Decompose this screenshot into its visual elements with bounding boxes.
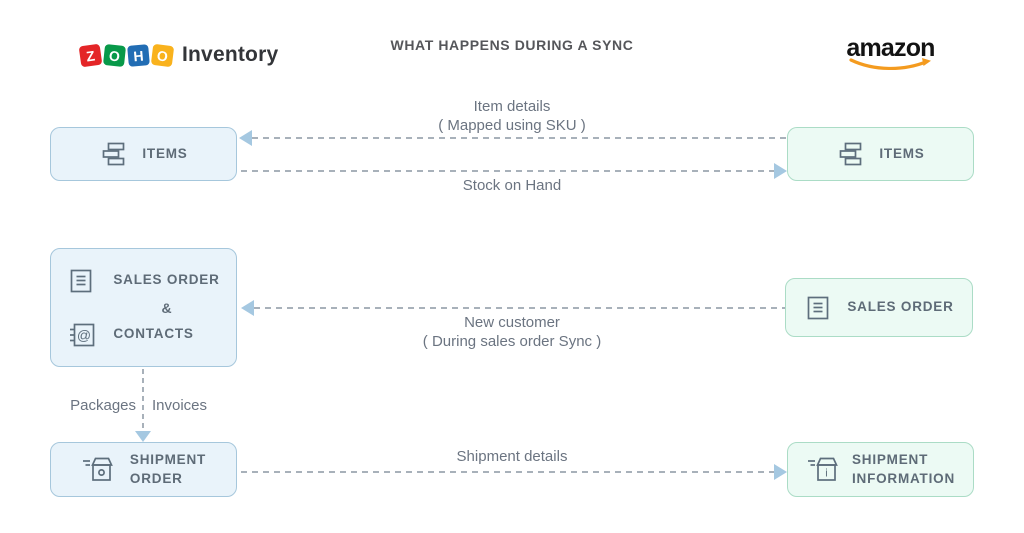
stock-on-hand-dashed-line [241, 170, 775, 172]
arrowhead-right-icon [774, 163, 787, 179]
zoho-tile-h: H [127, 43, 150, 67]
arrowhead-down-icon [135, 431, 151, 442]
contacts-address-book-icon: @ [67, 321, 97, 349]
zoho-inventory-logo: Z O H O Inventory [78, 43, 279, 67]
zoho-tile-o1: O [102, 43, 127, 67]
stacked-items-icon [836, 141, 864, 167]
amazon-smile-arrow-icon [848, 58, 931, 71]
diagram-title: WHAT HAPPENS DURING A SYNC [390, 37, 634, 53]
item-details-dashed-line [252, 137, 787, 139]
zoho-sales-order-contacts-node: SALES ORDER & @ CONTACTS [50, 248, 237, 367]
svg-text:i: i [825, 467, 827, 479]
amazon-sales-order-node: SALES ORDER [785, 278, 973, 337]
stacked-items-icon [99, 141, 127, 167]
zoho-product-name: Inventory [182, 43, 279, 66]
packages-invoices-dashed-line [142, 369, 144, 431]
shipment-details-dashed-line [241, 471, 775, 473]
zoho-contacts-label: CONTACTS [113, 326, 194, 342]
arrowhead-right-icon [774, 464, 787, 480]
amazon-shipment-information-node: i SHIPMENT INFORMATION [787, 442, 974, 497]
sales-order-document-icon [804, 294, 832, 322]
item-details-flow-label: Item details ( Mapped using SKU ) [438, 98, 586, 134]
zoho-tile-z: Z [78, 43, 103, 67]
zoho-shipment-order-node: SHIPMENT ORDER [50, 442, 237, 497]
zoho-items-node: ITEMS [50, 127, 237, 181]
ampersand-label: & [161, 299, 172, 316]
zoho-shipment-label-line2: ORDER [129, 470, 183, 486]
shipment-details-flow-label: Shipment details [456, 448, 568, 465]
sales-order-document-icon [67, 267, 97, 295]
amazon-items-label: ITEMS [879, 145, 925, 161]
arrowhead-left-icon [239, 130, 252, 146]
svg-text:@: @ [77, 327, 91, 343]
zoho-shipment-label-line1: SHIPMENT [129, 452, 207, 468]
amazon-sales-order-label: SALES ORDER [847, 299, 954, 315]
zoho-tile-o2: O [150, 43, 175, 67]
amazon-shipment-label-line1: SHIPMENT [851, 452, 929, 468]
packages-flow-label: Packages [70, 397, 136, 414]
new-customer-flow-label: New customer ( During sales order Sync ) [422, 314, 602, 350]
shipment-box-icon [81, 455, 115, 485]
shipment-info-box-icon: i [806, 455, 840, 485]
zoho-sales-order-label: SALES ORDER [113, 272, 220, 288]
amazon-wordmark: amazon [846, 34, 935, 62]
amazon-shipment-label-line2: INFORMATION [851, 470, 956, 486]
zoho-items-label: ITEMS [142, 145, 188, 161]
new-customer-dashed-line [254, 307, 785, 309]
amazon-logo: amazon [843, 36, 938, 73]
invoices-flow-label: Invoices [152, 397, 208, 414]
arrowhead-left-icon [241, 300, 254, 316]
amazon-items-node: ITEMS [787, 127, 974, 181]
stock-on-hand-flow-label: Stock on Hand [462, 177, 562, 194]
